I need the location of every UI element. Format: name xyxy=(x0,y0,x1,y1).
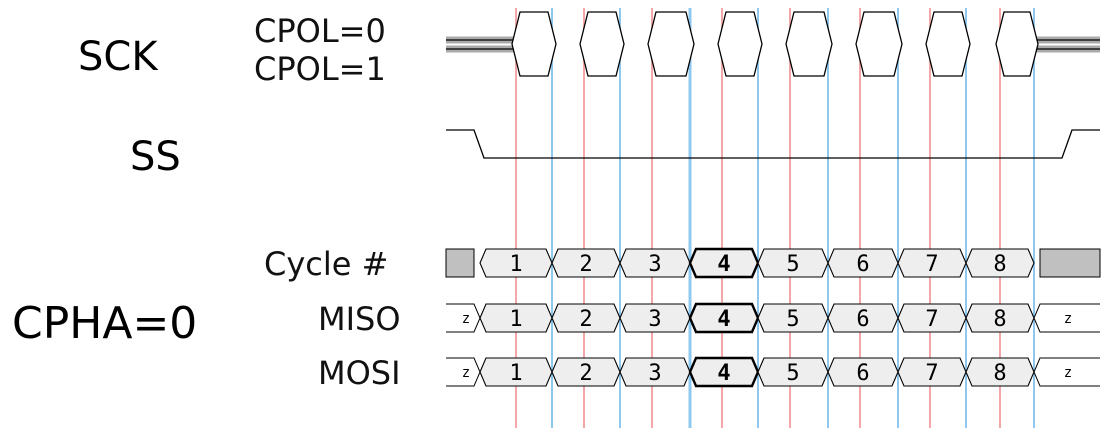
mosi-cell-label-6: 6 xyxy=(856,361,869,386)
mosi-hiz-end xyxy=(1033,357,1100,387)
cycle-cell-label-8: 8 xyxy=(993,252,1006,277)
sck-waveforms xyxy=(446,11,1100,77)
sck-pulse-5 xyxy=(785,11,833,77)
cpol1-label: CPOL=1 xyxy=(254,50,386,88)
cycle-idle-start xyxy=(445,248,475,278)
ss-waveform xyxy=(446,129,1100,159)
sck-pulse-2 xyxy=(579,11,625,77)
phase-guide-lines xyxy=(515,8,1035,428)
miso-cell-label-3: 3 xyxy=(648,307,661,332)
cpha-label: CPHA=0 xyxy=(12,298,197,349)
ss-label: SS xyxy=(130,134,181,180)
miso-cell-label-4: 4 xyxy=(717,307,730,332)
cycle-label: Cycle # xyxy=(264,245,388,283)
cycle-cell-label-1: 1 xyxy=(509,252,522,277)
miso-bus-row: z 1 2 3 4 5 6 7 8 z xyxy=(446,302,1100,334)
mosi-cell-label-3: 3 xyxy=(648,361,661,386)
cycle-cell-label-2: 2 xyxy=(579,252,592,277)
miso-hiz-end xyxy=(1033,303,1100,333)
cycle-cell-8 xyxy=(965,248,1035,278)
sck-pulse-1 xyxy=(511,11,557,77)
sck-pulse-3 xyxy=(647,11,695,77)
miso-label: MISO xyxy=(318,300,401,338)
miso-cell-label-8: 8 xyxy=(993,307,1006,332)
sck-pulse-6 xyxy=(855,11,903,77)
cycle-cell-label-5: 5 xyxy=(786,252,799,277)
mosi-label: MOSI xyxy=(318,354,401,392)
sck-pulse-8 xyxy=(995,11,1039,77)
cycle-cell-label-3: 3 xyxy=(648,252,661,277)
miso-cell-label-6: 6 xyxy=(856,307,869,332)
data-buses: 1 2 3 4 5 6 7 8 z 1 2 3 4 5 6 7 8 z z 1 2 3 4 5 6 7 8 z xyxy=(445,247,1101,388)
cpol0-label: CPOL=0 xyxy=(254,12,386,50)
mosi-end-state: z xyxy=(1064,365,1072,381)
cycle-bus-row: 1 2 3 4 5 6 7 8 xyxy=(445,247,1101,279)
cycle-cell-label-7: 7 xyxy=(925,252,938,277)
miso-cell-label-2: 2 xyxy=(579,307,592,332)
mosi-cell-label-5: 5 xyxy=(786,361,799,386)
sck-pulse-4 xyxy=(717,11,763,77)
mosi-cell-label-1: 1 xyxy=(509,361,522,386)
miso-start-state: z xyxy=(462,311,470,327)
cycle-cell-label-6: 6 xyxy=(856,252,869,277)
cycle-idle-end xyxy=(1039,248,1101,278)
mosi-cell-label-4: 4 xyxy=(717,361,730,386)
mosi-bus-row: z 1 2 3 4 5 6 7 8 z xyxy=(446,356,1100,388)
miso-cell-label-7: 7 xyxy=(925,307,938,332)
mosi-cell-label-2: 2 xyxy=(579,361,592,386)
miso-end-state: z xyxy=(1064,311,1072,327)
mosi-cell-label-8: 8 xyxy=(993,361,1006,386)
sck-pulse-7 xyxy=(925,11,971,77)
mosi-cell-label-7: 7 xyxy=(925,361,938,386)
miso-cell-label-1: 1 xyxy=(509,307,522,332)
mosi-start-state: z xyxy=(462,365,470,381)
miso-cell-label-5: 5 xyxy=(786,307,799,332)
sck-label: SCK xyxy=(78,34,159,80)
cycle-cell-label-4: 4 xyxy=(717,252,730,277)
